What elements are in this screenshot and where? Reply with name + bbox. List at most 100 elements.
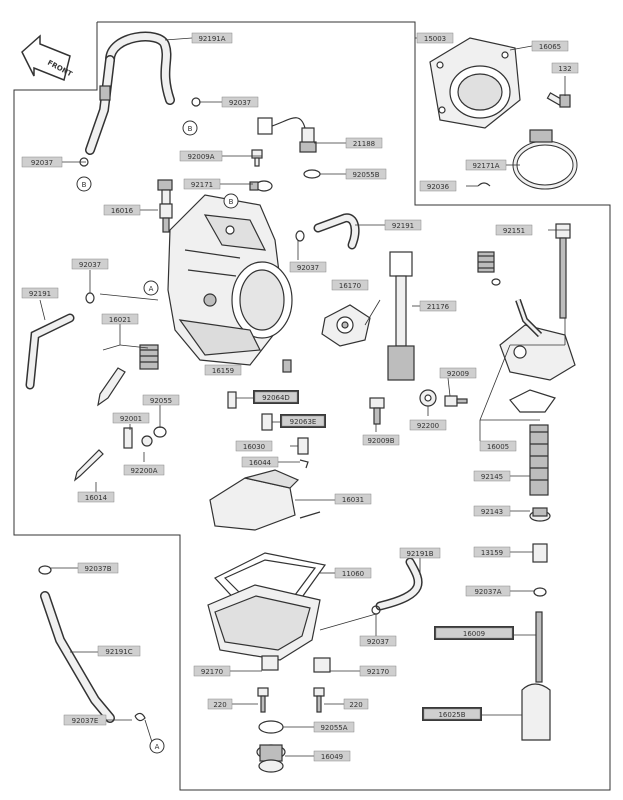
vent-tube-left-icon xyxy=(25,313,75,390)
jet-92064d-icon xyxy=(227,391,237,409)
float-bowl-icon xyxy=(207,584,331,673)
part-label-text: 92009A xyxy=(187,153,214,161)
part-label-16044: 16044 xyxy=(241,456,279,468)
part-label-text: 13159 xyxy=(481,549,503,557)
part-label-16014: 16014 xyxy=(77,491,115,503)
callout-b-1: B xyxy=(182,120,198,136)
part-label-text: 16030 xyxy=(243,443,265,451)
part-label-16049: 16049 xyxy=(313,750,351,762)
part-label-92037b: 92037B xyxy=(77,562,119,574)
part-label-text: 92191 xyxy=(392,222,414,230)
spring-92145-icon xyxy=(529,424,549,496)
washer-92200a-icon xyxy=(141,435,153,447)
part-label-text: 92037 xyxy=(367,638,389,646)
clamp-92171a-icon xyxy=(512,129,578,190)
part-label-220: 220 xyxy=(343,698,369,710)
part-label-text: 92009 xyxy=(447,370,469,378)
part-label-text: 16065 xyxy=(539,43,561,51)
part-label-text: 92037A xyxy=(474,588,501,596)
part-label-text: 16009 xyxy=(463,630,485,638)
jet-92001-icon xyxy=(123,427,133,449)
cap-92143-icon xyxy=(529,507,551,522)
part-label-text: 92200 xyxy=(417,422,439,430)
part-label-text: 16021 xyxy=(109,316,131,324)
part-label-text: 92171A xyxy=(472,162,499,170)
part-label-text: 16014 xyxy=(85,494,108,502)
bolt-220-right-icon xyxy=(313,687,325,713)
clip-92037a-icon xyxy=(533,587,547,597)
spring-top-icon xyxy=(477,251,495,273)
part-label-text: 92191C xyxy=(105,648,132,656)
vent-tube-92191a-icon xyxy=(85,31,175,155)
part-label-92191: 92191 xyxy=(384,219,422,231)
screw-16159-icon xyxy=(282,359,292,373)
clip-92037b-icon xyxy=(38,565,52,575)
oring-92055a-icon xyxy=(258,720,284,734)
valve-13159-icon xyxy=(532,543,548,563)
part-label-92037: 92037 xyxy=(359,635,397,647)
plug-16049-icon xyxy=(256,744,286,773)
callout-a-1: A xyxy=(143,280,159,296)
part-label-text: 15003 xyxy=(424,35,446,43)
callout-a-2: A xyxy=(149,738,165,754)
part-label-92171: 92171 xyxy=(183,178,221,190)
bolt-92151-icon xyxy=(555,223,571,319)
sensor-21188-icon xyxy=(257,117,317,153)
part-label-text: 92170 xyxy=(201,668,223,676)
part-label-text: 16170 xyxy=(339,282,361,290)
part-label-11060: 11060 xyxy=(334,567,372,579)
clamp-92171-icon xyxy=(249,180,273,192)
frame-lines xyxy=(13,21,611,791)
part-label-text: 21188 xyxy=(353,140,375,148)
part-label-text: 21176 xyxy=(427,303,450,311)
part-label-text: 16025B xyxy=(438,711,465,719)
part-label-text: 16016 xyxy=(111,207,134,215)
part-label-16031: 16031 xyxy=(334,493,372,505)
screw-92009-icon xyxy=(444,395,468,407)
clip-16044-icon xyxy=(299,459,309,469)
part-label-92037: 92037 xyxy=(221,96,259,108)
part-label-text: 132 xyxy=(558,65,571,73)
part-label-text: 92037 xyxy=(31,159,53,167)
screw-92009b-icon xyxy=(369,397,385,425)
part-label-16009: 16009 xyxy=(434,626,514,640)
needle-16009-icon xyxy=(535,611,543,683)
part-label-92036: 92036 xyxy=(419,180,457,192)
part-label-92055: 92055 xyxy=(142,394,180,406)
part-label-text: 16159 xyxy=(212,367,234,375)
part-label-92151: 92151 xyxy=(495,224,533,236)
part-label-92143: 92143 xyxy=(473,505,511,517)
part-label-92063e: 92063E xyxy=(280,414,326,428)
clip-92037-mid-icon xyxy=(295,230,305,242)
part-label-92191b: 92191B xyxy=(399,547,441,559)
part-label-text: 92037B xyxy=(84,565,111,573)
part-label-text: 92037E xyxy=(72,717,99,725)
part-label-21176: 21176 xyxy=(419,300,457,312)
part-label-92055b: 92055B xyxy=(345,168,387,180)
part-label-text: 92170 xyxy=(367,668,389,676)
clip-92036-icon xyxy=(477,182,491,187)
part-label-92009b: 92009B xyxy=(362,434,400,446)
part-label-15003: 15003 xyxy=(416,32,454,44)
insulator-16065-icon xyxy=(429,37,521,129)
part-label-92009a: 92009A xyxy=(179,150,223,162)
part-label-text: 92037 xyxy=(79,261,101,269)
part-label-16005: 16005 xyxy=(479,440,517,452)
part-label-16025b: 16025B xyxy=(422,707,482,721)
part-label-text: 92055B xyxy=(352,171,379,179)
part-label-text: 16005 xyxy=(487,443,509,451)
part-label-220: 220 xyxy=(207,698,233,710)
part-label-92200a: 92200A xyxy=(123,464,165,476)
part-label-92200: 92200 xyxy=(409,419,447,431)
callout-a-1-text: A xyxy=(149,285,154,293)
parts-art xyxy=(25,31,578,773)
jet-92063e-icon xyxy=(261,413,273,431)
part-label-16030: 16030 xyxy=(235,440,273,452)
part-label-text: 92055 xyxy=(150,397,172,405)
part-label-92170: 92170 xyxy=(359,665,397,677)
clip-92037-top-icon xyxy=(191,97,201,107)
part-label-text: 92037 xyxy=(297,264,319,272)
oring-92055-icon xyxy=(153,426,167,438)
part-label-92191: 92191 xyxy=(21,287,59,299)
